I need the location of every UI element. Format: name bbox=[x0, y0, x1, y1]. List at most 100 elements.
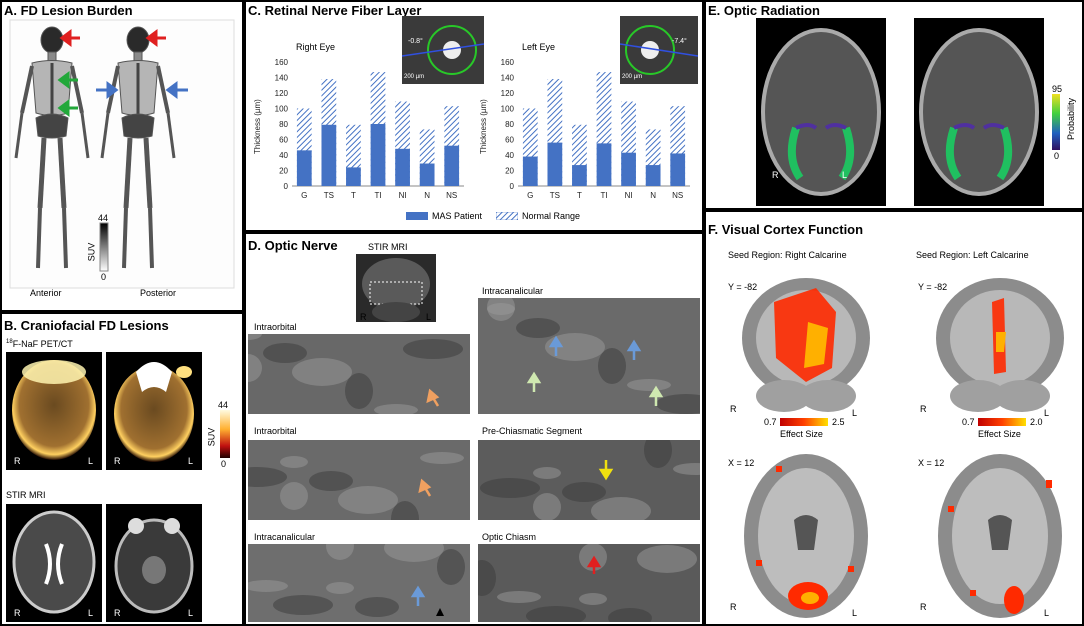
label-prechiasmatic: Pre-Chiasmatic Segment bbox=[482, 426, 583, 436]
stir-d-l: L bbox=[426, 312, 432, 322]
x-tick-label: G bbox=[301, 191, 307, 200]
x-tick-label: NS bbox=[672, 191, 683, 200]
y-label-right: Y = -82 bbox=[728, 282, 758, 292]
label-intraorbital-1: Intraorbital bbox=[254, 322, 297, 332]
x-tick-label: NI bbox=[625, 191, 633, 200]
right-eye-title: Right Eye bbox=[296, 42, 336, 52]
colorbar-a-label: SUV bbox=[86, 242, 97, 262]
coronal-brain-left bbox=[936, 278, 1064, 412]
x-tick-label: N bbox=[424, 191, 430, 200]
coronal-left-r: R bbox=[920, 404, 927, 414]
y-tick-label: 20 bbox=[505, 167, 514, 176]
x-tick-label: NS bbox=[446, 191, 457, 200]
y-tick-label: 80 bbox=[279, 120, 288, 129]
colorbar-e-min: 0 bbox=[1054, 151, 1060, 161]
colorbar-e bbox=[1052, 94, 1060, 150]
fundus-scale-left: 200 µm bbox=[622, 74, 643, 80]
patient-bar bbox=[395, 148, 410, 186]
y-tick-label: 140 bbox=[501, 74, 515, 83]
stir-mri-label-b: STIR MRI bbox=[6, 490, 46, 500]
mri-texture bbox=[487, 298, 700, 414]
colorbar-b-label: SUV bbox=[206, 427, 217, 447]
panel-f-title: F. Visual Cortex Function bbox=[708, 222, 864, 237]
x-label-right: X = 12 bbox=[728, 458, 755, 468]
effect-left-min: 0.7 bbox=[962, 417, 975, 427]
y-tick-label: 140 bbox=[275, 74, 289, 83]
patient-bar bbox=[370, 124, 386, 186]
seed-right: Seed Region: Right Calcarine bbox=[728, 250, 847, 260]
pet-image-1 bbox=[6, 352, 102, 470]
label-intracanalicular-2: Intracanalicular bbox=[254, 532, 316, 542]
colorbar-b-max: 44 bbox=[218, 400, 229, 410]
y-tick-label: 80 bbox=[505, 120, 514, 129]
fundus-image-right bbox=[402, 16, 484, 84]
panel-b-title: B. Craniofacial FD Lesions bbox=[4, 318, 169, 333]
coronal-left-l: L bbox=[1044, 408, 1050, 418]
tract1-r: R bbox=[772, 170, 779, 180]
axial-right-l: L bbox=[852, 608, 858, 618]
y-tick-label: 40 bbox=[279, 151, 288, 160]
patient-bar bbox=[645, 165, 661, 186]
y-tick-label: 20 bbox=[279, 167, 288, 176]
panel-c: C. Retinal Nerve Fiber Layer Right Eye L… bbox=[246, 2, 702, 230]
stir-image-1 bbox=[6, 504, 102, 622]
legend-normal-swatch bbox=[496, 212, 518, 220]
panel-a: A. FD Lesion Burden bbox=[2, 2, 242, 310]
x-tick-label: NI bbox=[399, 191, 407, 200]
blue-arrow-icon bbox=[96, 81, 188, 99]
coronal-right-r: R bbox=[730, 404, 737, 414]
legend-patient-swatch bbox=[406, 212, 428, 220]
pet-superscript: 18 bbox=[6, 339, 13, 345]
panel-a-title: A. FD Lesion Burden bbox=[4, 3, 133, 18]
mri-prechiasmatic bbox=[478, 440, 700, 520]
effect-bar-right bbox=[780, 418, 828, 426]
panel-d: D. Optic Nerve STIR MRI R L Intraorbital… bbox=[246, 234, 702, 624]
legend-normal: Normal Range bbox=[522, 211, 581, 221]
patient-bar bbox=[670, 153, 686, 186]
y-tick-label: 60 bbox=[279, 136, 288, 145]
posterior-label: Posterior bbox=[140, 288, 177, 298]
y-tick-label: 40 bbox=[505, 151, 514, 160]
fundus-scale-right: 200 µm bbox=[404, 74, 425, 80]
y-label-left: Y = -82 bbox=[918, 282, 948, 292]
patient-bar bbox=[346, 167, 361, 186]
colorbar-a-max: 44 bbox=[98, 213, 109, 223]
y-tick-label: 120 bbox=[275, 89, 289, 98]
pet-image-2 bbox=[106, 352, 202, 470]
effect-bar-left bbox=[978, 418, 1026, 426]
label-optic-chiasm: Optic Chiasm bbox=[482, 532, 537, 542]
posterior-skeleton bbox=[100, 26, 176, 269]
mri-intracanalicular-1 bbox=[478, 298, 700, 414]
pet1-r: R bbox=[14, 456, 21, 466]
x-tick-label: TS bbox=[550, 191, 560, 200]
y-tick-label: 0 bbox=[510, 182, 515, 191]
mri-intracanalicular-2 bbox=[248, 544, 470, 622]
patient-bar bbox=[572, 165, 587, 186]
fundus-image-left bbox=[620, 16, 698, 84]
mri-optic-chiasm bbox=[478, 544, 700, 622]
effect-right-max: 2.5 bbox=[832, 417, 845, 427]
patient-bar bbox=[522, 156, 538, 186]
fundus-angle-left: -7.4° bbox=[672, 38, 687, 45]
panel-e: E. Optic Radiation R L 95 0 Probability bbox=[706, 2, 1082, 208]
colorbar-b bbox=[220, 410, 230, 458]
label-intracanalicular-1: Intracanalicular bbox=[482, 286, 544, 296]
seed-left: Seed Region: Left Calcarine bbox=[916, 250, 1029, 260]
x-label-left: X = 12 bbox=[918, 458, 945, 468]
pet2-l: L bbox=[188, 456, 194, 466]
patient-bar bbox=[321, 124, 337, 186]
green-arrow-icon bbox=[57, 71, 78, 117]
pet2-r: R bbox=[114, 456, 121, 466]
stir-image-2 bbox=[106, 504, 202, 622]
y-tick-label: 160 bbox=[275, 58, 289, 67]
black-arrowhead-icon bbox=[436, 608, 444, 616]
pet1-l: L bbox=[88, 456, 94, 466]
y-axis-label: Thickness (µm) bbox=[253, 99, 262, 154]
stir2-l: L bbox=[188, 608, 194, 618]
stir-mri-label-d: STIR MRI bbox=[368, 242, 408, 252]
blue-arrow-icon bbox=[410, 335, 642, 606]
panel-b: B. Craniofacial FD Lesions 18F-NaF PET/C… bbox=[2, 314, 242, 624]
red-arrow-icon bbox=[59, 29, 166, 47]
axial-right-r: R bbox=[730, 602, 737, 612]
